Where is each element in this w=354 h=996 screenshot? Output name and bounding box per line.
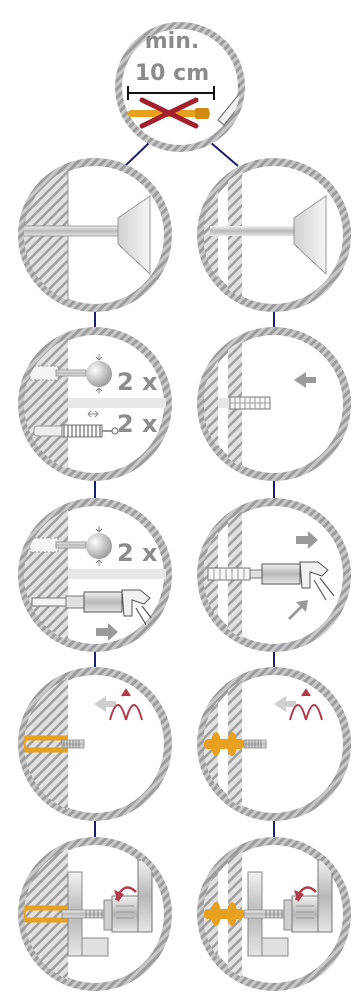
mesh-sleeve-icon (230, 397, 270, 409)
step-tighten-solid (18, 837, 172, 991)
step-hollow-wall-anchor (197, 158, 351, 312)
step-tighten-hollow (197, 837, 351, 991)
washer (284, 900, 292, 930)
step-insert-rod-hollow (197, 667, 351, 821)
step-solid-wall-anchor (18, 158, 172, 312)
connector-top-left (125, 142, 150, 166)
step-min-distance: min. 10 cm (115, 22, 256, 152)
anchor-rod-icon (210, 226, 296, 236)
step-inject-hollow (197, 498, 351, 652)
distance-label: 10 cm (135, 61, 209, 86)
anchor-rod-icon (24, 226, 120, 236)
mesh-sleeve-icon (208, 568, 250, 580)
blow-count: 2 x (117, 368, 158, 396)
step-clean-hole: 2 x 2 x (18, 327, 172, 481)
step-insert-rod-solid (18, 667, 172, 821)
step-insert-sleeve (197, 327, 351, 481)
washer (104, 900, 112, 930)
blow-count-2: 2 x (117, 539, 158, 567)
brush-count: 2 x (117, 410, 158, 438)
connector-top-right (210, 142, 238, 166)
step-inject-solid: 2 x (18, 498, 172, 652)
